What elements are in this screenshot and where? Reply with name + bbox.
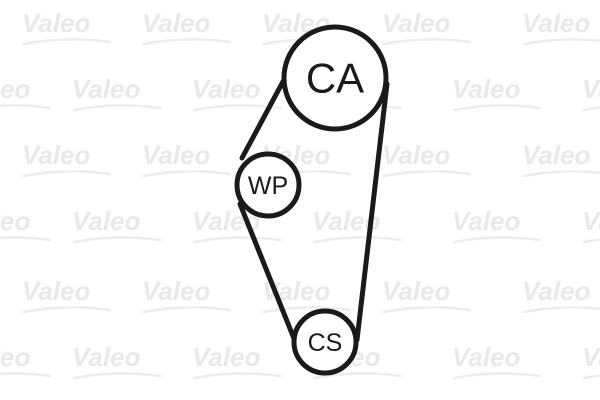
belt-segment-wp-ca <box>239 73 289 161</box>
watermark-swoosh <box>22 38 112 46</box>
watermark-swoosh <box>382 306 472 314</box>
watermark-swoosh <box>22 170 112 178</box>
watermark-valeo: Valeo <box>582 74 600 112</box>
pulley-ca-circle <box>281 24 389 132</box>
watermark-valeo-text: Valeo <box>192 74 261 104</box>
watermark-valeo-text: Valeo <box>0 342 31 372</box>
watermark-valeo-text: Valeo <box>522 8 591 38</box>
watermark-valeo-text: Valeo <box>142 8 211 38</box>
watermark-valeo: Valeo <box>582 206 600 244</box>
watermark-swoosh <box>382 170 472 178</box>
watermark-valeo-text: Valeo <box>192 342 261 372</box>
pulley-crankshaft: CS <box>291 308 359 376</box>
watermark-swoosh <box>0 372 52 378</box>
watermark-swoosh <box>582 238 600 244</box>
watermark-swoosh <box>72 236 162 244</box>
watermark-valeo-text: Valeo <box>582 74 600 104</box>
watermark-valeo: Valeo <box>142 8 232 46</box>
watermark-valeo: Valeo <box>22 8 112 46</box>
watermark-valeo: Valeo <box>382 140 472 178</box>
watermark-valeo: Valeo <box>582 342 600 380</box>
belt <box>237 73 390 354</box>
watermark-valeo-text: Valeo <box>452 342 521 372</box>
watermark-swoosh <box>192 236 282 244</box>
watermark-swoosh <box>312 372 402 380</box>
watermark-swoosh <box>0 236 52 242</box>
watermark-valeo: Valeo <box>72 74 162 112</box>
watermark-swoosh <box>142 170 232 178</box>
watermark-valeo-text: Valeo <box>22 8 91 38</box>
watermark-swoosh <box>582 374 600 380</box>
pulley-cs-label: CS <box>308 329 343 357</box>
watermark-swoosh <box>192 372 282 380</box>
watermark-valeo: Valeo <box>72 206 162 244</box>
watermark-valeo: Valeo <box>522 8 600 46</box>
watermark-swoosh <box>22 306 112 314</box>
watermark-valeo-text: Valeo <box>522 276 591 306</box>
watermark-swoosh <box>72 104 162 112</box>
watermark-valeo: Valeo <box>192 342 282 380</box>
watermark-valeo-text: Valeo <box>382 140 451 170</box>
watermark-valeo: Valeo <box>452 342 542 380</box>
watermark-valeo-text: Valeo <box>22 140 91 170</box>
watermark-valeo-text: Valeo <box>582 342 600 372</box>
watermark-valeo: Valeo <box>22 276 112 314</box>
watermark-valeo-text: Valeo <box>0 74 31 104</box>
watermark-swoosh <box>452 236 542 244</box>
watermark-valeo: Valeo <box>452 74 542 112</box>
watermark-valeo-text: Valeo <box>382 8 451 38</box>
watermark-swoosh <box>262 306 352 314</box>
watermark-valeo: Valeo <box>522 140 600 178</box>
watermark-swoosh <box>452 372 542 380</box>
watermark-valeo-text: Valeo <box>72 206 141 236</box>
watermark-swoosh <box>452 104 542 112</box>
watermark-valeo-text: Valeo <box>452 206 521 236</box>
watermark-valeo: Valeo <box>522 276 600 314</box>
pulley-ca-label: CA <box>306 55 364 102</box>
watermark-valeo: Valeo <box>192 74 282 112</box>
pulley-wp-label: WP <box>248 172 288 200</box>
watermark-valeo-text: Valeo <box>0 206 31 236</box>
watermark-valeo: Valeo <box>0 342 52 378</box>
pulley-cs-circle <box>291 308 359 376</box>
watermark-valeo-text: Valeo <box>522 140 591 170</box>
watermark-valeo: Valeo <box>22 140 112 178</box>
watermark-swoosh <box>522 38 600 46</box>
pulley-camshaft: CA <box>281 24 389 132</box>
watermark-valeo: Valeo <box>142 276 232 314</box>
watermark-valeo: Valeo <box>382 276 472 314</box>
belt-segment-ca-cs <box>354 81 390 343</box>
watermark-valeo: Valeo <box>72 342 162 380</box>
watermark-valeo: Valeo <box>382 8 472 46</box>
watermark-valeo-text: Valeo <box>452 74 521 104</box>
watermark-valeo-text: Valeo <box>142 140 211 170</box>
watermark-swoosh <box>522 306 600 314</box>
watermark-valeo-text: Valeo <box>582 206 600 236</box>
pulley-water-pump: WP <box>234 151 302 219</box>
watermark-valeo: Valeo <box>0 74 52 110</box>
watermark-valeo-text: Valeo <box>382 276 451 306</box>
watermark-valeo-text: Valeo <box>72 74 141 104</box>
watermark-valeo: Valeo <box>142 140 232 178</box>
watermark-swoosh <box>72 372 162 380</box>
watermark-swoosh <box>142 306 232 314</box>
watermark-valeo-text: Valeo <box>72 342 141 372</box>
watermark-valeo-text: Valeo <box>22 276 91 306</box>
pulley-wp-circle <box>234 151 302 219</box>
watermark-swoosh <box>142 38 232 46</box>
belt-segment-cs-wp <box>237 201 302 354</box>
watermark-swoosh <box>382 38 472 46</box>
watermark-swoosh <box>312 236 402 244</box>
watermark-valeo: Valeo <box>0 206 52 242</box>
watermark-valeo-text: Valeo <box>142 276 211 306</box>
watermark-swoosh <box>0 104 52 110</box>
watermark-valeo: Valeo <box>452 206 542 244</box>
watermark-swoosh <box>582 106 600 112</box>
watermark-swoosh <box>522 170 600 178</box>
